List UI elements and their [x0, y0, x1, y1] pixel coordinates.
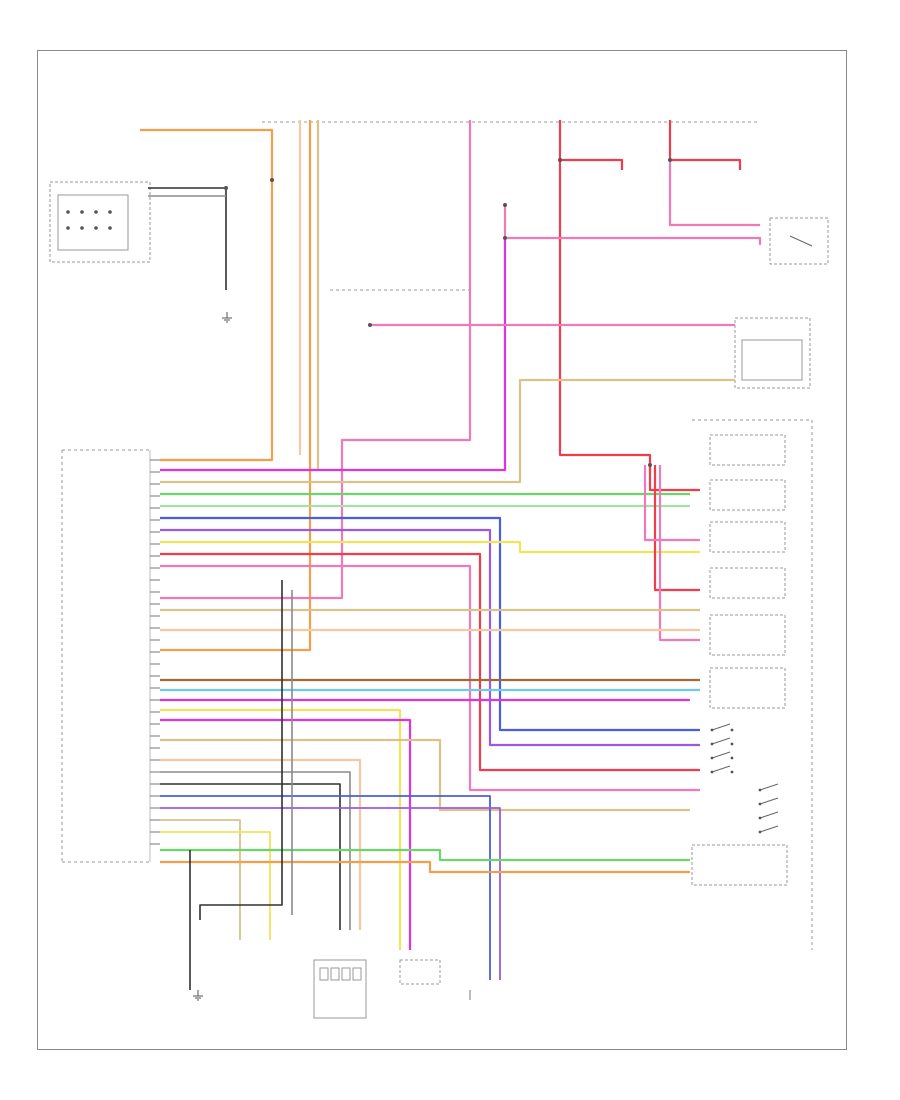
pressure-switch-1 — [711, 737, 731, 745]
pressure-switch-box — [709, 667, 786, 709]
speedometer-box — [741, 339, 803, 381]
manual-pivot-3 — [758, 830, 762, 834]
vss-box — [399, 959, 441, 985]
wire-tan-cluster — [160, 378, 735, 484]
wire-red-fan-1 — [648, 465, 700, 492]
wire-pink-5 — [160, 564, 700, 792]
trans-range-switch-body — [57, 194, 129, 251]
range-switch-contact — [66, 210, 70, 214]
manual-switch-2 — [759, 811, 779, 819]
trans-range-switch-box — [49, 181, 151, 263]
wire-tan-sensor — [160, 819, 241, 940]
wire-yellow-3 — [160, 540, 700, 554]
manual-pivot-0 — [758, 788, 762, 792]
wire-red-fuse-2 — [558, 120, 652, 470]
switch-pivot-1 — [710, 742, 714, 746]
wire-orange-ign — [160, 120, 312, 652]
wire-tan-diag — [160, 738, 690, 812]
connector-pin-0 — [319, 967, 329, 981]
manual-pivot-1 — [758, 802, 762, 806]
pressure-switch-2 — [711, 751, 731, 759]
wire-yellow-vss — [160, 708, 402, 950]
wire-red-fan-2 — [653, 465, 700, 592]
switch-contact-1 — [730, 742, 734, 746]
splice-dot-5 — [368, 323, 372, 327]
pressure-switch-3 — [711, 765, 731, 773]
wire-pink-fan-3 — [658, 465, 700, 642]
wire-orange-temp — [160, 860, 690, 874]
manual-switch-3 — [759, 825, 779, 833]
wire-black-sol-3 — [160, 783, 341, 930]
solenoid-box-3 — [709, 521, 786, 553]
wire-peach-sol-1 — [160, 758, 362, 930]
wire-violet-trans — [160, 807, 501, 980]
splice-dot-2 — [503, 203, 507, 207]
range-switch-contact — [94, 226, 98, 230]
switch-pivot-0 — [710, 728, 714, 732]
wire-pink-fuse — [160, 120, 472, 600]
pressure-switch-0 — [711, 723, 731, 731]
wire-red-brake — [668, 120, 742, 170]
wire-black-harness — [199, 580, 283, 920]
wire-orange-shift-lock — [140, 128, 274, 462]
tcc-box-1 — [709, 567, 786, 599]
temp-sensor-box — [691, 844, 788, 886]
diagram-frame — [37, 50, 847, 1050]
range-switch-contact — [66, 226, 70, 230]
wire-pink-stop — [503, 205, 762, 245]
wire-yellow-sensor — [160, 831, 271, 940]
wire-red-4 — [160, 552, 700, 772]
switch-contact-3 — [730, 770, 734, 774]
manual-switch-0 — [759, 783, 779, 791]
splice-dot-4 — [668, 158, 672, 162]
wire-blue-trans — [160, 795, 491, 980]
splice-dot-7 — [503, 236, 507, 240]
switch-pivot-2 — [710, 756, 714, 760]
manual-pivot-2 — [758, 816, 762, 820]
switch-contact-2 — [730, 756, 734, 760]
range-switch-contact — [108, 210, 112, 214]
splice-dot-3 — [558, 158, 562, 162]
wire-magenta-tcc — [160, 238, 507, 472]
solenoid-box-2 — [709, 479, 786, 511]
wire-tan-ign — [160, 120, 320, 472]
wire-violet-2 — [160, 528, 700, 747]
range-switch-contact — [108, 226, 112, 230]
wire-red-shift-sol — [560, 158, 624, 170]
instrument-cluster-box — [734, 317, 811, 389]
range-switch-contact — [80, 226, 84, 230]
tcc-box-2 — [709, 614, 786, 656]
shift-lock-solenoid-connector — [313, 959, 367, 1019]
wire-blue-1 — [160, 516, 700, 732]
wire-gray-sol-2 — [160, 771, 351, 930]
stop-lamp-contact — [789, 235, 813, 247]
range-switch-contact — [80, 210, 84, 214]
wire-magenta-vss — [160, 718, 412, 950]
connector-pin-1 — [330, 967, 340, 981]
splice-dot-0 — [224, 186, 228, 190]
connector-pin-2 — [341, 967, 351, 981]
splice-dot-6 — [648, 463, 652, 467]
wire-pink-brake — [668, 160, 760, 227]
range-switch-contact — [94, 210, 98, 214]
switch-pivot-3 — [710, 770, 714, 774]
wire-black-range-a — [148, 187, 227, 290]
wire-pink-fan-4 — [643, 465, 700, 542]
splice-dot-1 — [270, 178, 274, 182]
stop-lamp-switch-box — [769, 217, 829, 265]
wire-green-temp — [160, 848, 690, 862]
connector-pin-3 — [352, 967, 362, 981]
solenoid-box-1 — [709, 434, 786, 466]
manual-switch-1 — [759, 797, 779, 805]
switch-contact-0 — [730, 728, 734, 732]
